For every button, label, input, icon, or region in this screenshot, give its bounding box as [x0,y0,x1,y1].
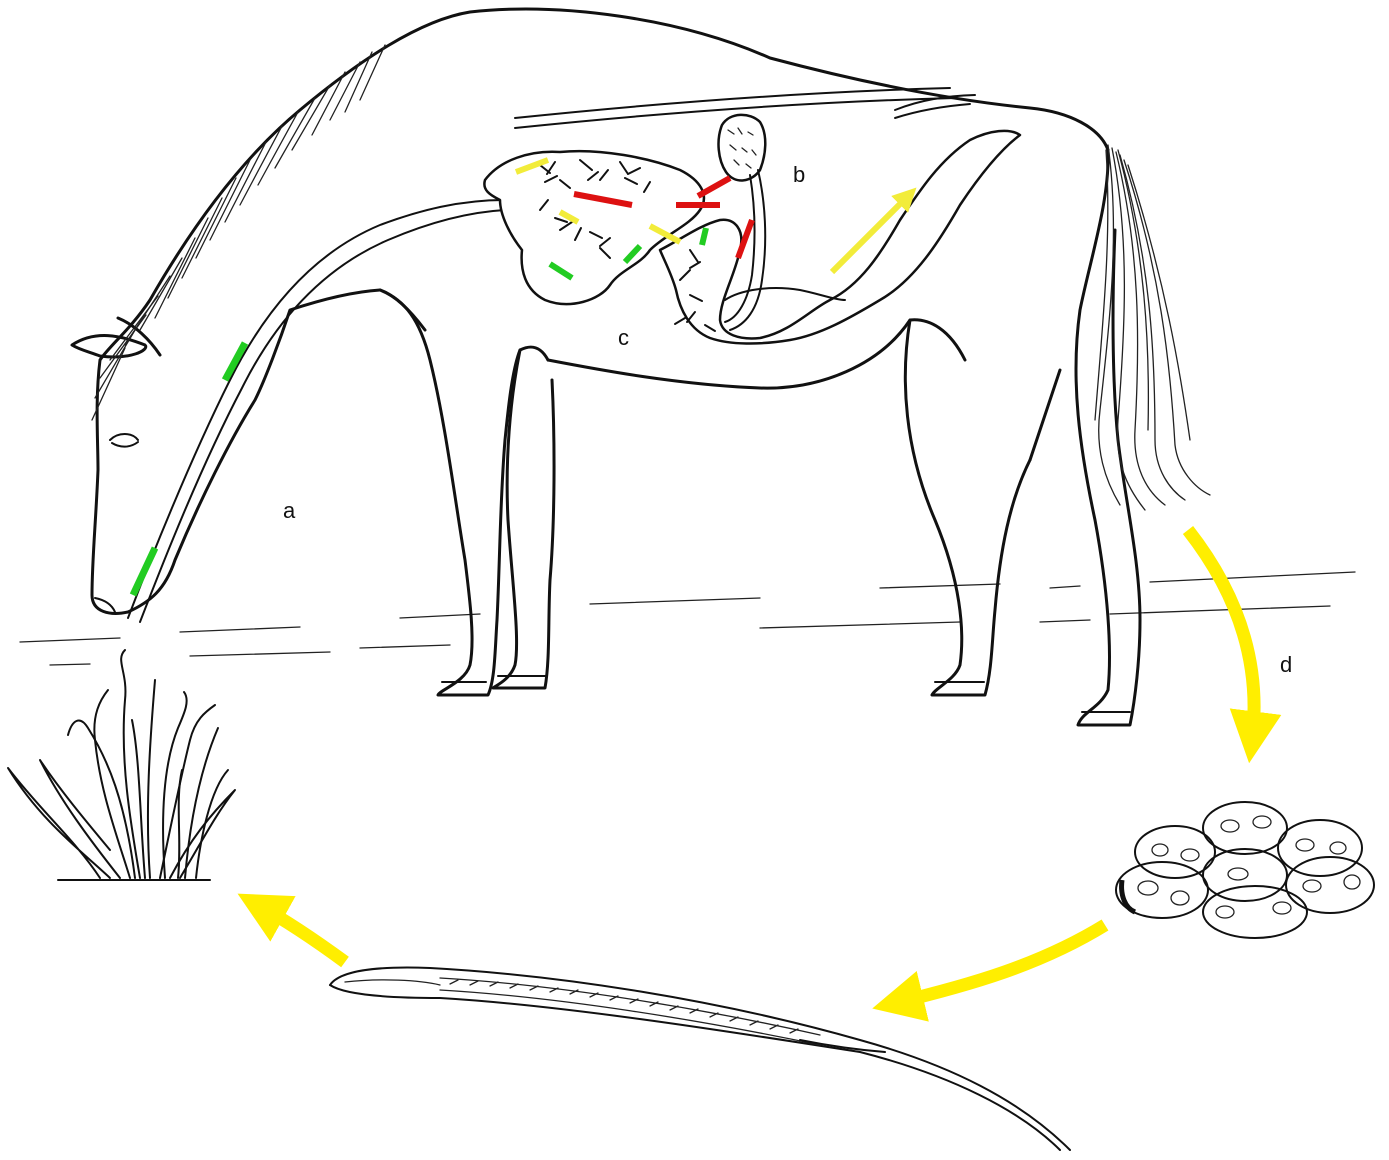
horse-icon [72,9,1210,725]
egg [1203,886,1307,938]
larva-icon [330,968,1070,1150]
arrow-horse-to-eggs [1188,530,1254,740]
marker-green [702,228,706,245]
digestive-tract [128,115,1020,622]
egg [1203,802,1287,854]
cycle-arrows [258,530,1254,1003]
marker-green [133,548,155,595]
arrow-eggs-to-larva [895,925,1105,1003]
label-a: a [283,498,296,523]
ground-lines [20,572,1355,665]
marker-green [225,343,245,380]
egg [1203,849,1287,901]
egg [1278,820,1362,876]
grass-tuft-icon [8,650,235,880]
egg-cluster-icon [1116,802,1374,938]
marker-red [698,178,730,196]
label-b: b [793,162,805,187]
label-c: c [618,325,629,350]
egg [1286,857,1374,913]
arrow-larva-to-grass [258,905,345,962]
label-d: d [1280,652,1292,677]
